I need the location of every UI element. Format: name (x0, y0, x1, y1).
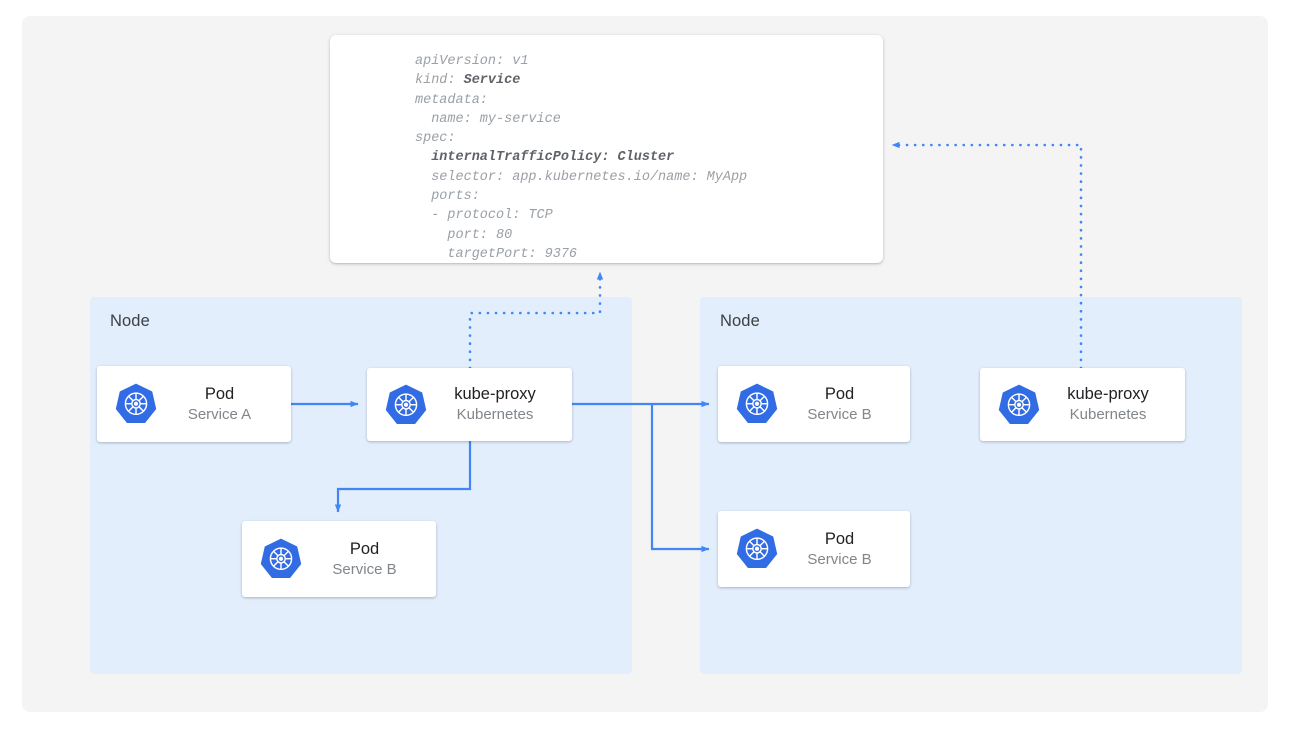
card-subtitle: Service A (187, 405, 252, 423)
card-title: Pod (824, 529, 855, 548)
pod-card-service-b-right-node-top[interactable]: Pod Service B (718, 366, 910, 442)
node-label-left: Node (110, 312, 150, 330)
yaml-line-internaltrafficpolicy: internalTrafficPolicy: Cluster (415, 150, 675, 166)
service-spec-card: apiVersion: v1 kind: Service metadata: n… (330, 35, 883, 263)
yaml-line-ports: ports: (415, 189, 480, 205)
yaml-line-port: port: 80 (415, 227, 513, 243)
kubernetes-icon (736, 383, 778, 423)
yaml-line-kind: kind: Service (415, 73, 521, 89)
pod-card-service-a[interactable]: Pod Service A (97, 366, 291, 442)
card-title: Pod (824, 384, 855, 403)
yaml-line-protocol: - protocol: TCP (415, 208, 553, 224)
kubernetes-icon (260, 538, 302, 578)
service-yaml-code: apiVersion: v1 kind: Service metadata: n… (415, 52, 747, 264)
kubernetes-icon (736, 528, 778, 568)
yaml-line-name: name: my-service (415, 111, 561, 127)
card-subtitle: Kubernetes (456, 406, 534, 424)
node-container-right: Node (700, 297, 1242, 674)
node-container-left: Node (90, 297, 632, 674)
node-label-right: Node (720, 312, 760, 330)
card-subtitle: Service B (807, 550, 872, 568)
yaml-line-spec: spec: (415, 131, 456, 147)
card-subtitle: Service B (332, 560, 397, 578)
yaml-line-targetport: targetPort: 9376 (415, 246, 578, 262)
card-title: Pod (349, 539, 380, 558)
kube-proxy-card-right[interactable]: kube-proxy Kubernetes (980, 368, 1185, 441)
card-subtitle: Kubernetes (1069, 406, 1147, 424)
yaml-line-apiversion: apiVersion: v1 (415, 54, 529, 69)
card-title: Pod (204, 384, 235, 403)
kubernetes-icon (115, 383, 157, 423)
card-title: kube-proxy (1067, 385, 1149, 404)
card-title: kube-proxy (454, 385, 536, 404)
pod-card-service-b-left-node[interactable]: Pod Service B (242, 521, 436, 597)
pod-card-service-b-right-node-bottom[interactable]: Pod Service B (718, 511, 910, 587)
kubernetes-icon (385, 384, 427, 424)
yaml-line-metadata: metadata: (415, 92, 488, 108)
kubernetes-icon (998, 384, 1040, 424)
yaml-line-selector: selector: app.kubernetes.io/name: MyApp (415, 169, 748, 185)
card-subtitle: Service B (807, 405, 872, 423)
kube-proxy-card-left[interactable]: kube-proxy Kubernetes (367, 368, 572, 441)
